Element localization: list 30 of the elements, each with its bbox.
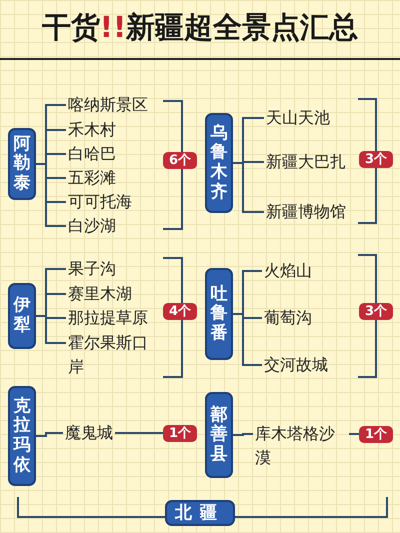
- attraction-name: 喀纳斯景区: [68, 93, 148, 117]
- attraction-name: 新疆博物馆: [266, 200, 346, 224]
- connector-line: [349, 433, 359, 435]
- attraction-name: 霍尔果斯口岸: [68, 331, 160, 379]
- attraction-name: 果子沟: [68, 257, 116, 281]
- attraction-name: 火焰山: [264, 259, 312, 283]
- region-label-box: 乌鲁木齐: [205, 113, 233, 213]
- attraction-name: 交河故城: [264, 353, 328, 377]
- connector-line: [115, 432, 163, 434]
- attraction-name: 新疆大巴扎: [266, 150, 346, 174]
- region-label-box: 阿勒泰: [8, 128, 36, 200]
- attraction-name: 库木塔格沙漠: [255, 422, 347, 470]
- connector-line: [233, 433, 253, 436]
- attraction-name: 魔鬼城: [65, 421, 113, 445]
- attraction-name: 天山天池: [266, 106, 330, 130]
- attraction-name: 葡萄沟: [264, 306, 312, 330]
- title: 干货!!新疆超全景点汇总: [40, 9, 360, 46]
- attraction-name: 白哈巴: [68, 142, 116, 166]
- attraction-name: 赛里木湖: [68, 282, 132, 306]
- region-label-box: 鄯善县: [205, 392, 233, 478]
- attraction-name: 那拉提草原: [68, 306, 148, 330]
- region-label-box: 克拉玛依: [8, 386, 36, 486]
- attraction-name: 五彩滩: [68, 166, 116, 190]
- attraction-name: 白沙湖: [68, 214, 116, 238]
- region-label-box: 吐鲁番: [205, 268, 233, 360]
- attraction-name: 可可托海: [68, 190, 132, 214]
- attraction-name: 禾木村: [68, 118, 116, 142]
- region-label-box: 伊犁: [8, 283, 36, 349]
- connector-line: [36, 432, 63, 437]
- region-label-box: 北疆: [165, 500, 235, 526]
